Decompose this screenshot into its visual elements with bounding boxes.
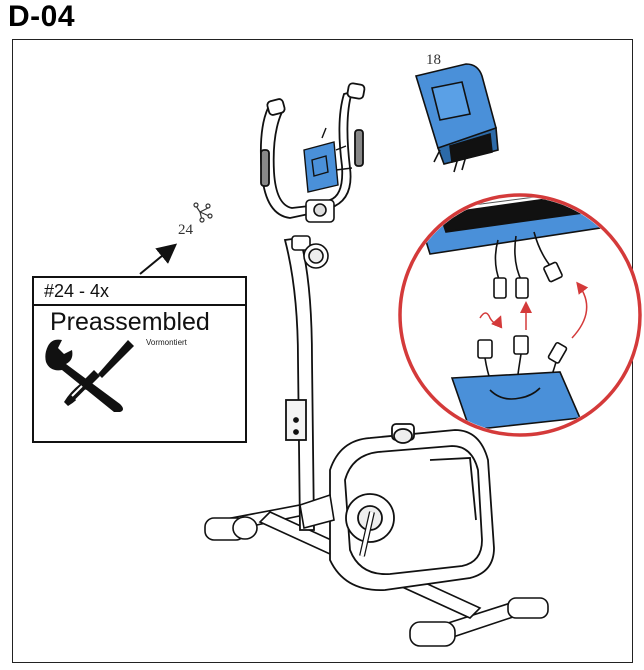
- wrench-screwdriver-icon: [42, 336, 142, 419]
- screw-set-24: [193, 202, 213, 223]
- handlebar-neck: [305, 199, 335, 223]
- upright-column: [283, 237, 315, 531]
- info-box-subtitle: Vormontiert: [146, 338, 187, 347]
- callout-24: 24: [178, 222, 193, 238]
- callout-18: 18: [426, 52, 441, 68]
- step-title: D-04: [8, 0, 76, 33]
- computer-console: [414, 63, 499, 173]
- callout-arrow: [139, 243, 178, 275]
- info-box-title: Preassembled: [50, 308, 210, 336]
- info-box-header: #24 - 4x: [34, 278, 245, 306]
- pedal-crank-rear: [299, 493, 335, 529]
- zoom-detail: [398, 193, 642, 437]
- flywheel-housing: [329, 423, 495, 591]
- computer-bracket: [303, 127, 353, 193]
- front-stabilizer: [409, 597, 549, 647]
- tension-knob: [291, 235, 329, 269]
- info-box: #24 - 4x Preassembled Vormontiert: [32, 276, 247, 443]
